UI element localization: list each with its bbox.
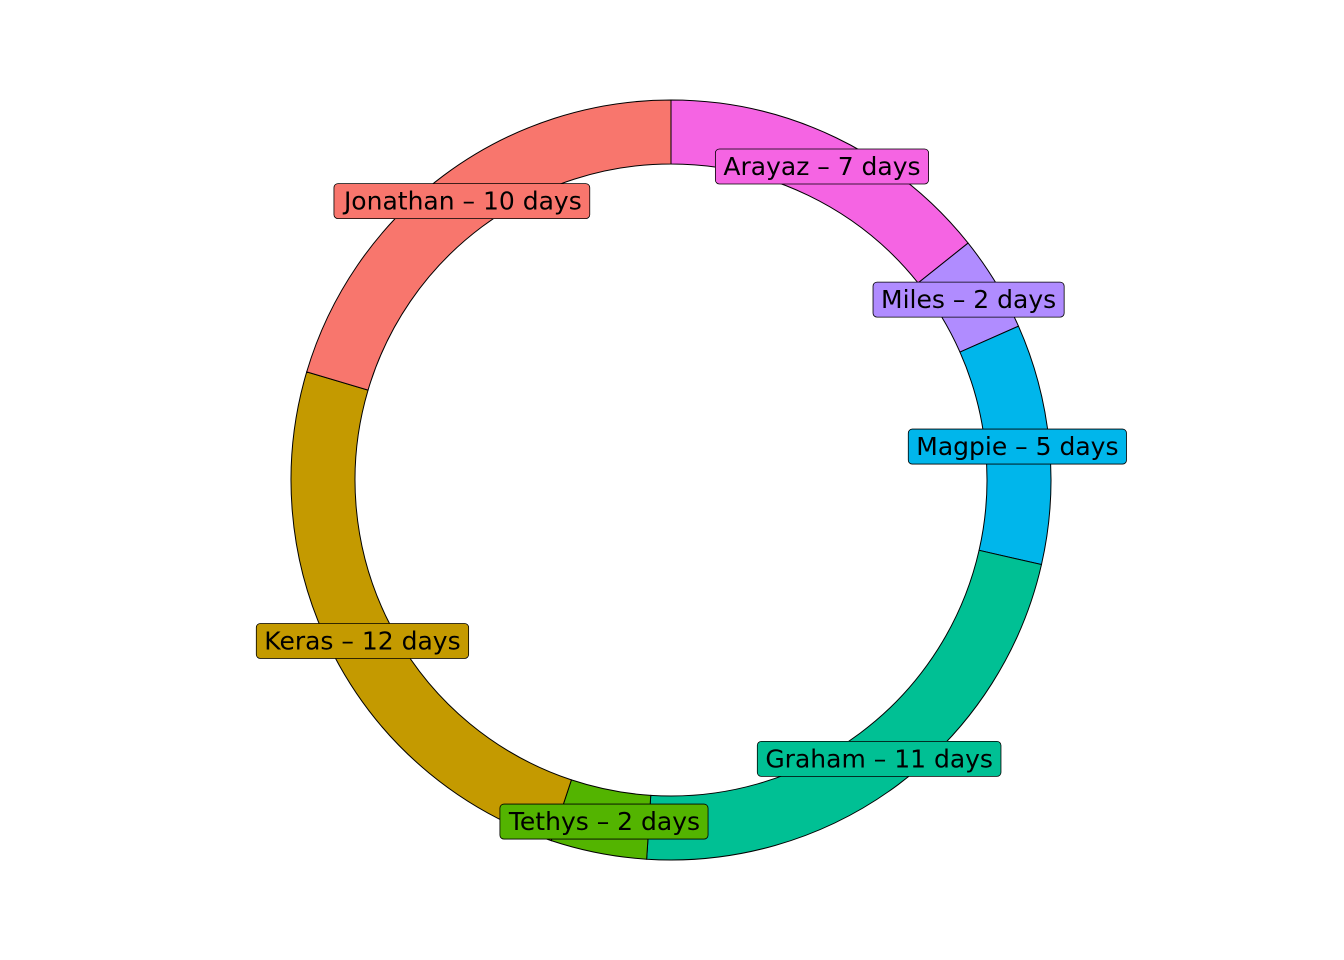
slice-label-text: Arayaz – 7 days bbox=[723, 152, 920, 181]
slice-label-text: Graham – 11 days bbox=[765, 744, 993, 773]
slice-label-box bbox=[255, 623, 470, 659]
slice-jonathan bbox=[306, 99, 672, 391]
slice-label-box bbox=[499, 803, 709, 840]
slice-label-box bbox=[907, 428, 1127, 465]
slice-label-text: Miles – 2 days bbox=[881, 285, 1056, 314]
slice-label-miles: Miles – 2 days bbox=[872, 281, 1065, 318]
slice-label-text: Tethys – 2 days bbox=[508, 807, 700, 836]
slice-label-tethys: Tethys – 2 days bbox=[499, 803, 709, 840]
slice-label-box bbox=[872, 281, 1065, 318]
slice-label-arayaz: Arayaz – 7 days bbox=[714, 148, 929, 185]
slice-label-box bbox=[714, 148, 929, 185]
slice-arayaz bbox=[670, 99, 969, 284]
slice-label-text: Magpie – 5 days bbox=[916, 432, 1118, 461]
slice-label-text: Jonathan – 10 days bbox=[342, 187, 582, 216]
slice-label-graham: Graham – 11 days bbox=[756, 740, 1002, 777]
slice-label-magpie: Magpie – 5 days bbox=[907, 428, 1127, 465]
slice-keras bbox=[290, 371, 573, 842]
slice-label-box bbox=[333, 183, 591, 220]
slice-label-keras: Keras – 12 days bbox=[255, 623, 470, 659]
slice-label-jonathan: Jonathan – 10 days bbox=[333, 183, 591, 220]
slice-label-box bbox=[756, 740, 1002, 777]
slice-label-text: Keras – 12 days bbox=[264, 626, 460, 655]
